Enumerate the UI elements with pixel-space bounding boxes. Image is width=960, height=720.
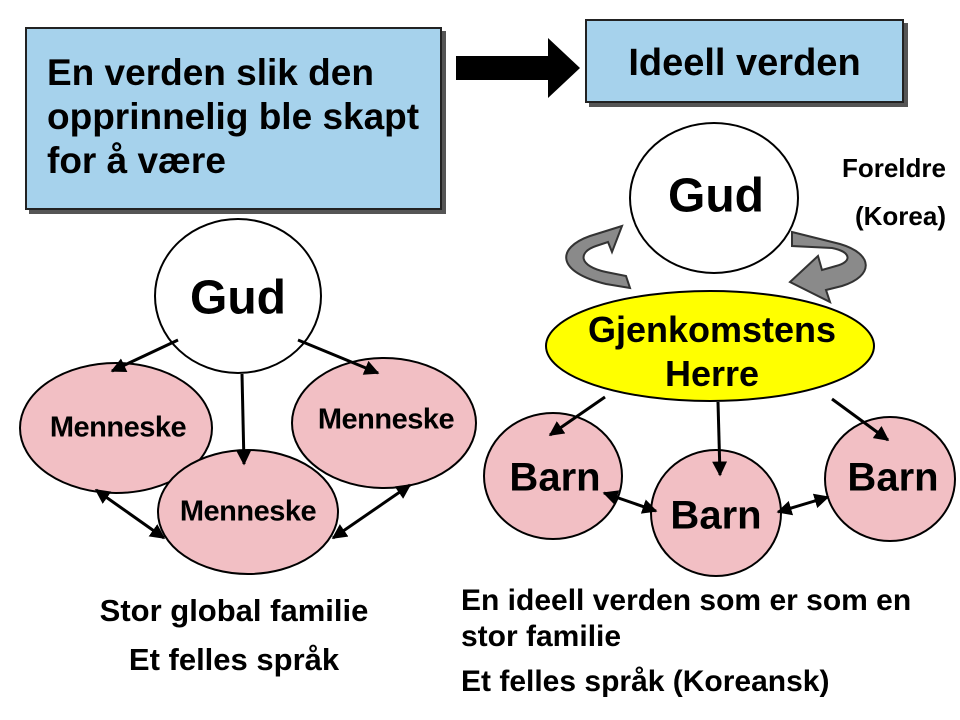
left-title-box: En verden slik den opprinnelig ble skapt… xyxy=(25,27,442,210)
god-label-right: Gud xyxy=(668,169,764,223)
child-label: Barn xyxy=(670,493,762,538)
human-label: Menneske xyxy=(49,411,187,444)
arrow-lord-to-child xyxy=(548,395,606,437)
arrow-child-to-child xyxy=(776,493,830,516)
cycle-arrow-left xyxy=(565,224,632,290)
arrow-human-to-human xyxy=(94,488,166,540)
god-node-right xyxy=(629,122,799,274)
left-title: En verden slik den opprinnelig ble skapt… xyxy=(47,52,420,181)
parents-line2: (Korea) xyxy=(854,201,946,231)
god-label-left: Gud xyxy=(190,271,286,325)
human-label: Menneske xyxy=(317,403,455,436)
left-caption-line1: Stor global familie xyxy=(99,593,369,628)
human-label: Menneske xyxy=(179,495,317,528)
right-caption-line1: En ideell verden som er som en xyxy=(461,584,912,617)
lord-label-line2: Herre xyxy=(664,353,760,394)
transition-arrow xyxy=(456,38,580,98)
right-title: Ideell verden xyxy=(628,42,861,84)
right-title-box: Ideell verden xyxy=(585,19,904,103)
right-caption-line2: stor familie xyxy=(461,620,622,653)
child-label: Barn xyxy=(847,455,939,500)
god-node-left xyxy=(154,218,322,374)
cycle-arrow-right xyxy=(788,230,867,304)
arrow-lord-to-child xyxy=(712,401,728,477)
arrow-god-to-human xyxy=(236,373,252,466)
child-node xyxy=(824,416,956,542)
left-caption-line2: Et felles språk xyxy=(128,642,340,677)
child-node xyxy=(483,412,623,540)
arrow-god-to-human xyxy=(110,338,179,373)
arrow-god-to-human xyxy=(297,338,380,375)
child-label: Barn xyxy=(509,455,601,500)
right-caption-line3: Et felles språk (Koreansk) xyxy=(461,665,830,698)
arrow-lord-to-child xyxy=(831,397,890,442)
lord-label-line1: Gjenkomstens xyxy=(587,309,837,350)
lord-node xyxy=(545,290,875,402)
arrow-child-to-child xyxy=(602,490,658,514)
arrow-human-to-human xyxy=(331,483,412,540)
parents-line1: Foreldre xyxy=(841,153,946,183)
